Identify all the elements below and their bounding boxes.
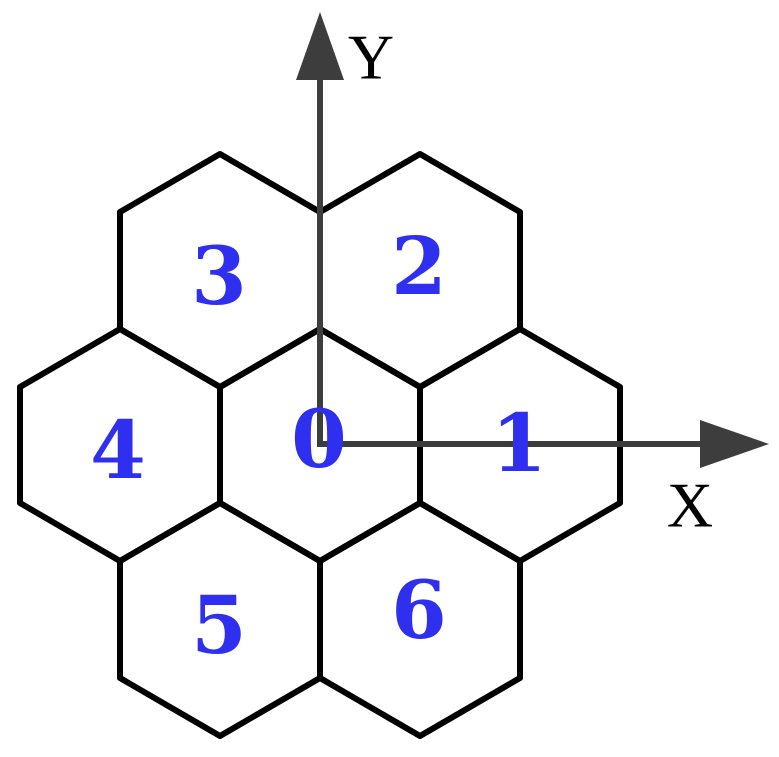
x-axis-label: X xyxy=(667,470,713,541)
cell-label-5: 5 xyxy=(191,578,247,672)
axes: Y X xyxy=(296,12,769,541)
cell-label-3: 3 xyxy=(191,229,247,323)
cell-label-1: 1 xyxy=(491,396,547,490)
hexagon-cell-6 xyxy=(317,500,523,739)
y-axis-label: Y xyxy=(348,22,394,93)
cell-label-2: 2 xyxy=(391,219,447,313)
y-axis-arrowhead xyxy=(296,12,344,80)
cell-label-0: 0 xyxy=(291,392,347,486)
cell-label-6: 6 xyxy=(391,563,447,657)
cell-labels: 0 1 2 3 4 5 6 xyxy=(90,219,547,672)
x-axis-arrowhead xyxy=(700,420,769,468)
cell-label-4: 4 xyxy=(90,403,146,497)
